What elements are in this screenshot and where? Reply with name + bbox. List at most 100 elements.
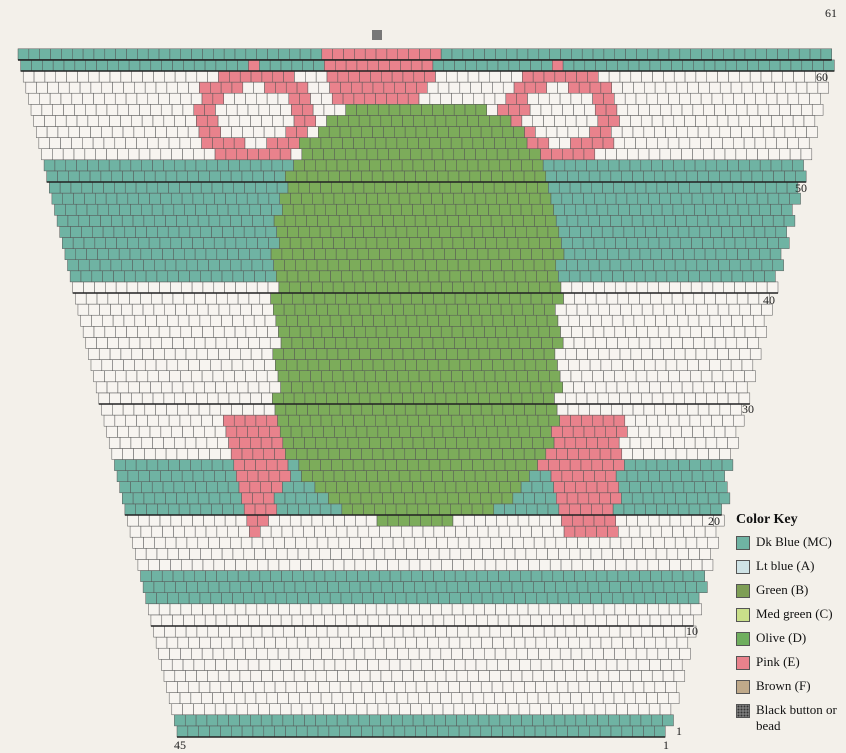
chart-cell	[745, 93, 756, 104]
chart-cell	[309, 226, 320, 237]
chart-cell	[380, 482, 391, 493]
chart-cell	[238, 337, 249, 348]
chart-cell	[206, 482, 217, 493]
chart-cell	[693, 60, 704, 71]
chart-cell	[94, 371, 105, 382]
chart-cell	[243, 360, 254, 371]
chart-cell	[322, 282, 333, 293]
chart-cell	[415, 537, 426, 548]
chart-cell	[620, 115, 631, 126]
chart-cell	[104, 371, 115, 382]
chart-cell	[379, 337, 390, 348]
chart-cell	[107, 60, 118, 71]
chart-cell	[372, 493, 383, 504]
chart-cell	[225, 193, 236, 204]
chart-cell	[255, 460, 266, 471]
chart-cell	[560, 648, 571, 659]
chart-cell	[230, 260, 241, 271]
chart-cell	[378, 704, 389, 715]
chart-cell	[393, 537, 404, 548]
chart-cell	[112, 404, 123, 415]
chart-cell	[650, 615, 661, 626]
chart-cell	[259, 704, 270, 715]
chart-cell	[291, 104, 302, 115]
chart-cell	[402, 715, 413, 726]
chart-cell	[264, 171, 275, 182]
chart-cell	[404, 582, 415, 593]
chart-cell	[468, 670, 479, 681]
chart-cell	[119, 293, 130, 304]
chart-cell	[648, 238, 659, 249]
chart-cell	[431, 559, 442, 570]
chart-cell	[742, 360, 753, 371]
chart-cell	[662, 204, 673, 215]
chart-cell	[265, 315, 276, 326]
chart-cell	[500, 160, 511, 171]
chart-cell	[83, 49, 94, 60]
chart-cell	[166, 127, 177, 138]
chart-cell	[314, 293, 325, 304]
chart-cell	[232, 637, 243, 648]
chart-cell	[249, 526, 260, 537]
chart-cell	[301, 282, 312, 293]
chart-cell	[684, 204, 695, 215]
chart-cell	[301, 238, 312, 249]
chart-cell	[147, 226, 158, 237]
chart-cell	[581, 138, 592, 149]
chart-cell	[333, 326, 344, 337]
color-key-title: Color Key	[736, 512, 844, 528]
chart-cell	[608, 437, 619, 448]
chart-cell	[140, 293, 151, 304]
chart-cell	[635, 460, 646, 471]
chart-cell	[598, 715, 609, 726]
chart-cell	[369, 526, 380, 537]
chart-cell	[652, 115, 663, 126]
chart-cell	[551, 426, 562, 437]
chart-cell	[619, 437, 630, 448]
chart-cell	[101, 171, 112, 182]
chart-cell	[179, 548, 190, 559]
chart-cell	[588, 304, 599, 315]
chart-cell	[133, 493, 144, 504]
chart-cell	[553, 526, 564, 537]
chart-cell	[368, 60, 379, 71]
chart-cell	[563, 382, 574, 393]
chart-cell	[179, 504, 190, 515]
chart-cell	[760, 204, 771, 215]
chart-cell	[714, 471, 725, 482]
chart-cell	[211, 593, 222, 604]
chart-cell	[660, 382, 671, 393]
chart-cell	[269, 515, 280, 526]
chart-cell	[368, 659, 379, 670]
chart-cell	[535, 215, 546, 226]
chart-cell	[209, 537, 220, 548]
chart-cell	[271, 526, 282, 537]
chart-cell	[177, 682, 188, 693]
chart-cell	[383, 215, 394, 226]
chart-cell	[310, 460, 321, 471]
chart-cell	[381, 71, 392, 82]
chart-cell	[417, 315, 428, 326]
chart-cell	[196, 160, 207, 171]
chart-cell	[400, 337, 411, 348]
chart-cell	[688, 360, 699, 371]
chart-cell	[699, 82, 710, 93]
chart-cell	[120, 115, 131, 126]
chart-cell	[585, 60, 596, 71]
chart-cell	[528, 371, 539, 382]
chart-cell	[219, 304, 230, 315]
chart-cell	[710, 315, 721, 326]
chart-cell	[647, 604, 658, 615]
chart-cell	[303, 337, 314, 348]
chart-cell	[640, 526, 651, 537]
chart-cell	[308, 82, 319, 93]
chart-cell	[663, 393, 674, 404]
chart-cell	[540, 238, 551, 249]
chart-cell	[303, 60, 314, 71]
chart-cell	[539, 49, 550, 60]
chart-cell	[508, 471, 519, 482]
chart-cell	[312, 559, 323, 570]
chart-cell	[643, 493, 654, 504]
chart-cell	[383, 448, 394, 459]
chart-cell	[354, 138, 365, 149]
